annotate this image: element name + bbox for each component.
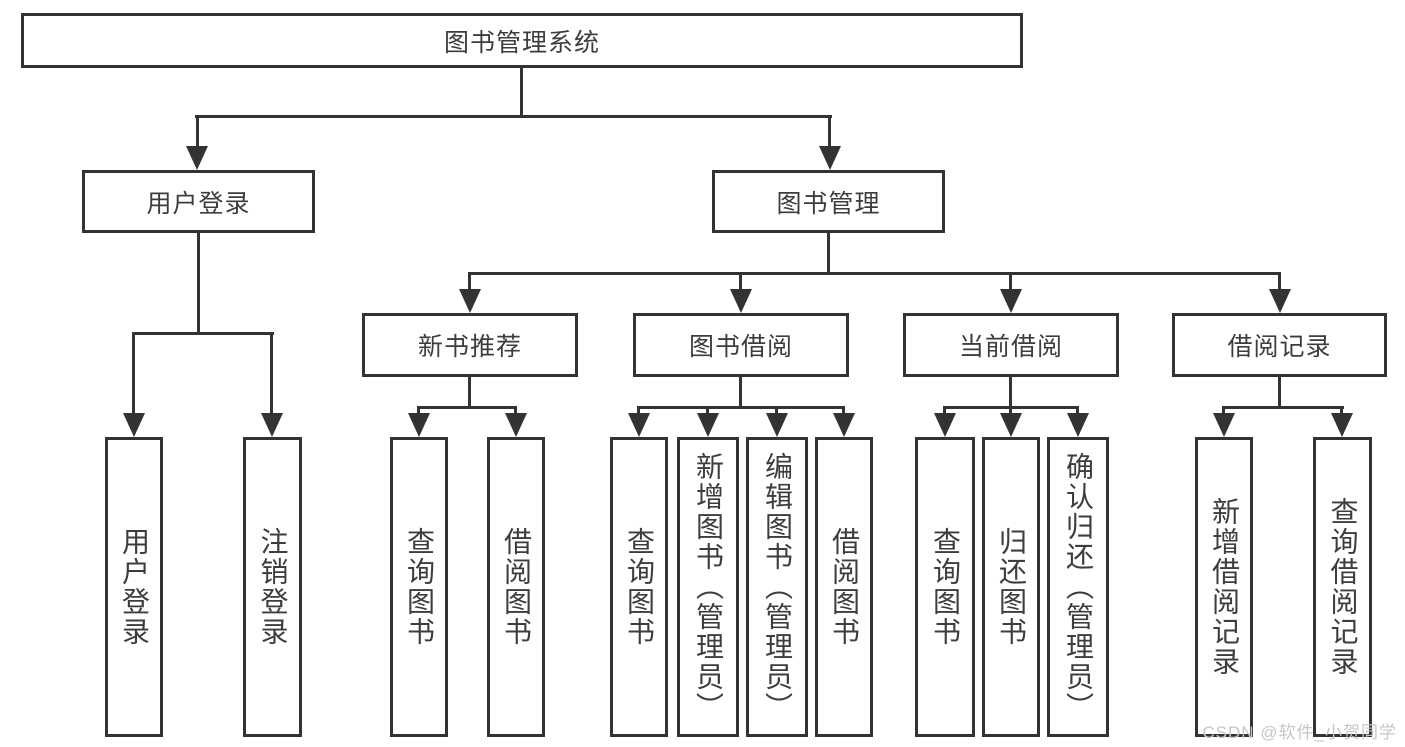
connector-arrow-stub-leaf-logout xyxy=(270,332,273,420)
node-borrowing-records-label: 借阅记录 xyxy=(1227,333,1332,361)
connector-arrow-stub-recommend xyxy=(468,272,471,294)
leaf-return-books: 归还图书 xyxy=(982,437,1040,737)
node-new-book-recommend: 新书推荐 xyxy=(362,313,578,377)
arrowhead-rec-query xyxy=(408,413,430,437)
leaf-query-books-current-label: 查询图书 xyxy=(930,527,961,647)
arrowhead-cur-confirm xyxy=(1067,413,1089,437)
arrowhead-recd-query xyxy=(1331,413,1353,437)
node-book-borrowing: 图书借阅 xyxy=(633,313,849,377)
node-current-borrowing: 当前借阅 xyxy=(903,313,1119,377)
leaf-logout-login-label: 注销登录 xyxy=(257,527,289,647)
node-library-system: 图书管理系统 xyxy=(21,13,1023,68)
connector-current-stem xyxy=(1009,375,1012,409)
connector-arrow-stub-user-login xyxy=(196,115,199,155)
connector-arrow-stub-leaf-login xyxy=(132,332,135,420)
leaf-user-login-label: 用户登录 xyxy=(119,527,150,647)
arrowhead-bor-query xyxy=(628,413,650,437)
arrowhead-leaf-logout xyxy=(261,413,283,437)
leaf-query-borrow-record: 查询借阅记录 xyxy=(1313,437,1372,737)
connector-book-mgmt-stem xyxy=(827,231,830,275)
connector-root-bar xyxy=(195,115,832,118)
leaf-add-borrow-record-label: 新增借阅记录 xyxy=(1209,497,1240,677)
connector-arrow-stub-records xyxy=(1278,272,1281,294)
node-book-management: 图书管理 xyxy=(712,170,945,233)
connector-root-stem xyxy=(520,66,523,118)
arrowhead-bor-edit xyxy=(766,413,788,437)
arrowhead-recommend xyxy=(459,289,481,313)
arrowhead-cur-return xyxy=(1000,413,1022,437)
connector-borrowing-stem xyxy=(739,375,742,409)
leaf-query-books-recommend-label: 查询图书 xyxy=(404,527,435,647)
connector-recommend-bar xyxy=(417,406,517,409)
arrowhead-cur-query xyxy=(934,413,956,437)
leaf-add-books-admin-label: 新增图书（管理员） xyxy=(693,452,724,722)
leaf-borrow-books-borrowing: 借阅图书 xyxy=(815,437,873,737)
leaf-query-books-recommend: 查询图书 xyxy=(390,437,448,737)
connector-user-login-bar xyxy=(132,332,274,335)
leaf-add-books-admin: 新增图书（管理员） xyxy=(677,437,739,737)
node-book-borrowing-label: 图书借阅 xyxy=(688,333,793,361)
arrowhead-rec-borrow xyxy=(505,413,527,437)
node-book-management-label: 图书管理 xyxy=(776,189,881,218)
leaf-confirm-return-admin-label: 确认归还（管理员） xyxy=(1063,452,1094,722)
leaf-borrow-books-recommend: 借阅图书 xyxy=(487,437,545,737)
arrowhead-current xyxy=(1000,289,1022,313)
arrowhead-bor-add xyxy=(697,413,719,437)
leaf-add-borrow-record: 新增借阅记录 xyxy=(1195,437,1253,737)
arrowhead-book-mgmt xyxy=(819,146,841,170)
node-current-borrowing-label: 当前借阅 xyxy=(958,333,1063,361)
connector-records-bar xyxy=(1222,406,1344,409)
leaf-logout-login: 注销登录 xyxy=(243,437,302,737)
leaf-edit-books-admin: 编辑图书（管理员） xyxy=(746,437,808,737)
node-borrowing-records: 借阅记录 xyxy=(1172,313,1387,377)
connector-borrowing-bar xyxy=(637,406,845,409)
leaf-borrow-books-borrowing-label: 借阅图书 xyxy=(829,527,860,647)
arrowhead-records xyxy=(1269,289,1291,313)
connector-arrow-stub-borrowing xyxy=(739,272,742,294)
csdn-watermark: CSDN @软件_小贺同学 xyxy=(1202,723,1397,742)
arrowhead-recd-add xyxy=(1213,413,1235,437)
connector-arrow-stub-current xyxy=(1009,272,1012,294)
leaf-query-books-current: 查询图书 xyxy=(915,437,975,737)
leaf-return-books-label: 归还图书 xyxy=(996,527,1027,647)
node-library-system-label: 图书管理系统 xyxy=(443,28,600,57)
connector-arrow-stub-book-mgmt xyxy=(828,115,831,155)
connector-book-mgmt-bar xyxy=(468,272,1281,275)
leaf-borrow-books-recommend-label: 借阅图书 xyxy=(501,527,532,647)
leaf-user-login: 用户登录 xyxy=(105,437,163,737)
leaf-query-borrow-record-label: 查询借阅记录 xyxy=(1327,497,1359,677)
leaf-confirm-return-admin: 确认归还（管理员） xyxy=(1047,437,1109,737)
node-user-login-label: 用户登录 xyxy=(146,189,251,218)
connector-user-login-stem xyxy=(197,231,200,335)
node-user-login: 用户登录 xyxy=(82,170,315,233)
arrowhead-leaf-login xyxy=(123,413,145,437)
arrowhead-borrowing xyxy=(730,289,752,313)
connector-recommend-stem xyxy=(468,375,471,409)
arrowhead-bor-borrow xyxy=(833,413,855,437)
leaf-edit-books-admin-label: 编辑图书（管理员） xyxy=(762,452,793,722)
leaf-query-books-borrowing: 查询图书 xyxy=(610,437,668,737)
leaf-query-books-borrowing-label: 查询图书 xyxy=(624,527,655,647)
arrowhead-user-login xyxy=(186,146,208,170)
node-new-book-recommend-label: 新书推荐 xyxy=(417,333,522,361)
connector-records-stem xyxy=(1278,375,1281,409)
